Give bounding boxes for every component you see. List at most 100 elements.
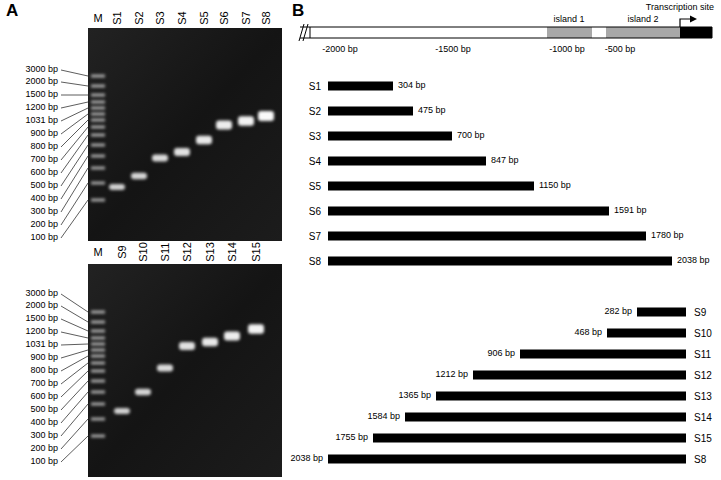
fragment-length: 468 bp [574, 328, 602, 338]
ladder-band [91, 199, 105, 202]
ladder-band [91, 380, 105, 383]
lane-label: S9 [116, 245, 128, 258]
fragment-bar [328, 455, 686, 464]
ladder-band [91, 370, 105, 373]
leader-line [61, 82, 88, 86]
dna-band [131, 173, 147, 180]
leader-line [61, 127, 88, 160]
fragment-length: 906 bp [487, 349, 515, 359]
leader-line [61, 381, 88, 410]
fragment-name: S8 [694, 454, 706, 465]
ladder-size: 300 bp [30, 431, 58, 441]
lane-label: S8 [260, 11, 272, 24]
fragment-bar [328, 82, 393, 91]
ladder-size: 700 bp [30, 155, 58, 165]
ladder-size: 1200 bp [25, 103, 58, 113]
leader-line [61, 294, 88, 312]
fragment-name: S4 [309, 156, 321, 167]
lane-label: S3 [154, 11, 166, 24]
leader-line [61, 102, 88, 108]
ladder-band [91, 418, 105, 421]
ladder-size: 300 bp [30, 207, 58, 217]
fragment-name: S7 [309, 231, 321, 242]
fragment-bar [473, 371, 686, 380]
transcription-label: Transcription site [646, 3, 714, 13]
fragment-name: S15 [694, 433, 712, 444]
ladder-size: 700 bp [30, 379, 58, 389]
dna-band [238, 116, 254, 126]
leader-line [61, 404, 88, 436]
leader-line [61, 392, 88, 423]
fragment-length: 2038 bp [677, 256, 710, 266]
fragment-name: S14 [694, 412, 712, 423]
fragment-bar [520, 350, 686, 359]
leader-line [61, 95, 88, 96]
gel-image [88, 28, 282, 241]
dna-band [202, 338, 218, 346]
ladder-size: 900 bp [30, 353, 58, 363]
axis-position: -2000 bp [322, 45, 358, 55]
ladder-size: 100 bp [30, 233, 58, 243]
leader-line [61, 436, 88, 462]
fragment-length: 1591 bp [614, 206, 647, 216]
ladder-band [91, 155, 105, 158]
fragment-length: 1584 bp [367, 412, 400, 422]
dna-band [152, 154, 168, 161]
fragment-bar [328, 157, 486, 166]
ladder-band [91, 362, 105, 365]
fragment-bar [328, 232, 646, 241]
ladder-size: 2000 bp [25, 77, 58, 87]
dna-band [157, 364, 173, 371]
leader-line [61, 350, 88, 358]
ladder-size: 500 bp [30, 181, 58, 191]
ladder-band [91, 113, 105, 116]
exon-block [680, 27, 712, 38]
ladder-band [91, 101, 105, 104]
promoter-outline [300, 27, 712, 38]
lane-label: S14 [226, 242, 238, 262]
lane-label: S12 [181, 242, 193, 262]
ladder-size: 400 bp [30, 194, 58, 204]
lane-label: S11 [159, 243, 171, 262]
fragment-length: 1150 bp [539, 181, 571, 191]
fragment-name: S3 [309, 131, 321, 142]
lane-label: S10 [137, 242, 149, 262]
island-label: island 1 [553, 15, 584, 25]
ladder-band [91, 75, 105, 78]
ladder-size: 2000 bp [25, 301, 58, 311]
leader-line [61, 332, 88, 338]
leader-line [61, 419, 88, 449]
axis-position: -1000 bp [549, 45, 585, 55]
fragment-name: S5 [309, 181, 321, 192]
fragment-bar [436, 392, 686, 401]
fragment-length: 475 bp [418, 106, 446, 116]
fragment-length: 2038 bp [290, 454, 323, 464]
fragment-length: 1780 bp [651, 231, 684, 241]
fragment-name: S8 [309, 256, 321, 267]
axis-position: -1500 bp [435, 45, 471, 55]
dna-band [114, 408, 130, 414]
ladder-size: 3000 bp [25, 65, 58, 75]
ladder-band [91, 337, 105, 340]
ladder-size: 600 bp [30, 168, 58, 178]
lane-label: S7 [240, 11, 252, 24]
ladder-size: 400 bp [30, 418, 58, 428]
fragment-length: 282 bp [604, 307, 632, 317]
dna-band [135, 389, 151, 396]
ladder-band [91, 167, 105, 170]
panel-letter: A [6, 2, 18, 21]
dna-band [174, 148, 190, 156]
fragment-name: S1 [309, 81, 321, 92]
ladder-band [91, 403, 105, 406]
fragment-length: 700 bp [457, 131, 485, 141]
fragment-length: 1365 bp [398, 391, 431, 401]
fragment-bar [373, 434, 686, 443]
panel-letter: B [292, 2, 304, 21]
lane-label: M [93, 246, 102, 258]
leader-line [61, 306, 88, 322]
ladder-size: 3000 bp [25, 289, 58, 299]
ladder-size: 500 bp [30, 405, 58, 415]
dna-band [179, 342, 195, 350]
fragment-name: S12 [694, 370, 712, 381]
